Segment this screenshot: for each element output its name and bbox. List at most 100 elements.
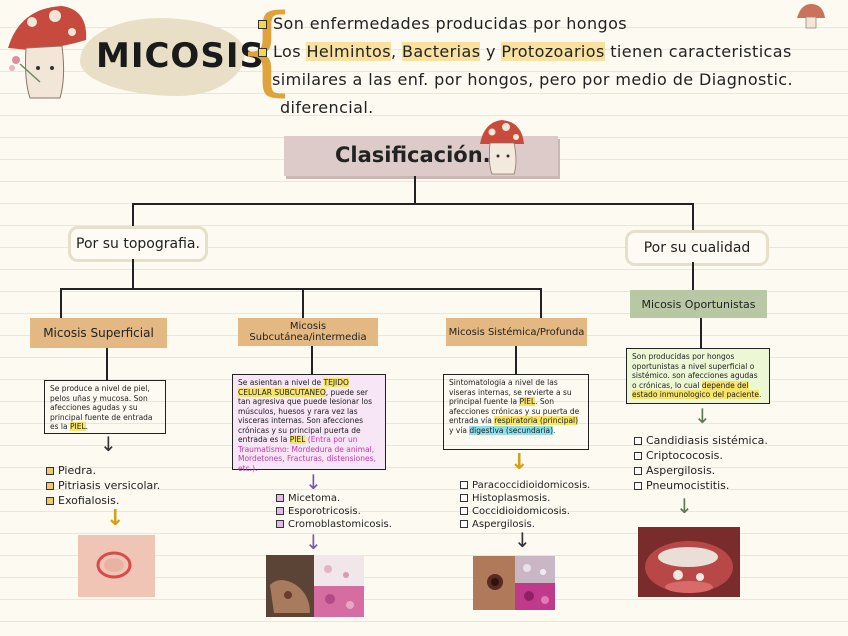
highlight-respiratoria: respiratoria (principal) — [494, 416, 579, 425]
mushroom-mascot-illustration — [480, 120, 524, 175]
bullet-square-icon — [460, 520, 468, 528]
highlight-piel: PIEL — [69, 422, 86, 431]
bullet-square-icon — [258, 48, 267, 57]
list-item-text: Coccidioidomicosis. — [472, 506, 570, 517]
arrow-down-icon: ↓ — [694, 404, 711, 428]
bullet-square-icon — [276, 520, 284, 528]
connector-line — [106, 348, 108, 380]
list-item: Candidiasis sistémica. — [634, 433, 768, 448]
bullet-square-icon — [634, 467, 642, 475]
list-item-text: Histoplasmosis. — [472, 493, 551, 504]
bullet-square-icon — [634, 482, 642, 490]
desc-end: . — [85, 422, 89, 431]
list-subcutanea: Micetoma. Esporotricosis. Cromoblastomic… — [276, 492, 392, 531]
bullet-square-icon — [46, 467, 54, 475]
connector-line — [132, 203, 694, 205]
list-item-text: Exofialosis. — [58, 494, 120, 507]
description-subcutanea: Se asientan a nivel de TEJIDO CELULAR SU… — [232, 374, 386, 473]
list-item: Exofialosis. — [46, 493, 160, 508]
intro-line-4: diferencial. — [280, 98, 374, 117]
list-item: Aspergilosis. — [634, 463, 768, 478]
desc-text: Se produce a nivel de piel, pelos uñas y… — [50, 384, 153, 431]
list-item-text: Piedra. — [58, 464, 96, 477]
list-item: Piedra. — [46, 463, 160, 478]
list-item-text: Esporotricosis. — [288, 506, 361, 517]
bullet-square-icon — [46, 482, 54, 490]
intro-text-2a: Los — [273, 42, 301, 61]
intro-line-1: Son enfermedades producidas por hongos — [258, 14, 627, 33]
connector-line — [515, 346, 517, 374]
intro-comma: , — [390, 42, 397, 61]
highlight-bacterias: Bacterias — [401, 42, 481, 61]
small-mushroom-icon — [797, 4, 825, 29]
connector-line — [60, 288, 542, 290]
connector-line — [692, 262, 694, 290]
intro-line-3: similares a las enf. por hongos, pero po… — [272, 70, 793, 89]
list-item: Paracoccidioidomicosis. — [460, 479, 590, 492]
desc-end: . — [553, 425, 556, 435]
desc-text: Son producidas por hongos oportunistas a… — [632, 352, 758, 390]
title-background-blob — [80, 18, 245, 96]
category-sistemica: Micosis Sistémica/Profunda — [446, 318, 587, 346]
list-item: Pitriasis versicolar. — [46, 478, 160, 493]
list-item: Histoplasmosis. — [460, 492, 590, 505]
arrow-down-icon: ↓ — [305, 530, 322, 554]
bullet-square-icon — [634, 437, 642, 445]
list-item: Esporotricosis. — [276, 505, 392, 518]
list-item-text: Aspergilosis. — [646, 464, 716, 477]
bullet-square-icon — [460, 507, 468, 515]
intro-text-1: Son enfermedades producidas por hongos — [273, 14, 627, 33]
intro-line-2: Los Helmintos, Bacterias y Protozoarios … — [258, 42, 792, 61]
bullet-square-icon — [46, 497, 54, 505]
desc-text: Sintomatologia a nivel de las viseras in… — [449, 378, 572, 406]
connector-line — [132, 203, 134, 231]
highlight-digestiva: digestiva (secundaria) — [469, 425, 554, 435]
mushroom-character-illustration — [8, 6, 87, 99]
branch-topografia: Por su topografia. — [68, 226, 208, 262]
skin-lesion-photo — [78, 535, 155, 597]
connector-line — [540, 288, 542, 318]
branch-cualidad: Por su cualidad — [625, 230, 769, 266]
connector-line — [692, 203, 694, 231]
highlight-protozoarios: Protozoarios — [501, 42, 605, 61]
description-sistemica: Sintomatologia a nivel de las viseras in… — [443, 374, 589, 450]
oral-candidiasis-photo — [638, 527, 740, 597]
intro-text-y: y — [485, 42, 496, 61]
list-item-text: Cromoblastomicosis. — [288, 519, 392, 530]
desc-text: y vía — [449, 425, 467, 435]
connector-line — [414, 176, 416, 204]
highlight-piel: PIEL — [519, 397, 536, 406]
list-sistemica: Paracoccidioidomicosis. Histoplasmosis. … — [460, 479, 590, 531]
highlight-helmintos: Helmintos — [306, 42, 391, 61]
category-superficial: Micosis Superficial — [30, 318, 167, 348]
desc-note: (Entra por un Traumatismo: Mordedura de … — [238, 435, 376, 473]
list-item-text: Pitriasis versicolar. — [58, 479, 161, 492]
bullet-square-icon — [460, 494, 468, 502]
list-item: Micetoma. — [276, 492, 392, 505]
category-subcutanea: Micosis Subcutánea/intermedia — [238, 318, 378, 346]
list-item: Pneumocistitis. — [634, 478, 768, 493]
skin-ulcer-photo — [473, 556, 515, 610]
list-item: Aspergilosis. — [460, 518, 590, 531]
page-title: MICOSIS — [96, 36, 265, 76]
list-item: Coccidioidomicosis. — [460, 505, 590, 518]
list-item-text: Paracoccidioidomicosis. — [472, 480, 591, 491]
desc-text: . Son afecciones crónicas y su puerta de… — [449, 397, 580, 425]
list-item: Criptococosis. — [634, 448, 768, 463]
description-superficial: Se produce a nivel de piel, pelos uñas y… — [44, 380, 166, 434]
list-item-text: Criptococosis. — [646, 449, 723, 462]
foot-lesion-photo — [266, 555, 314, 617]
list-superficial: Piedra. Pitriasis versicolar. Exofialosi… — [46, 463, 160, 508]
arrow-down-icon: ↓ — [106, 506, 125, 531]
bullet-square-icon — [258, 20, 267, 29]
classification-title: Clasificación. — [335, 143, 491, 167]
list-oportunistas: Candidiasis sistémica. Criptococosis. As… — [634, 433, 768, 493]
bullet-square-icon — [634, 452, 642, 460]
desc-text: Se asientan a nivel de — [238, 378, 322, 387]
microscopy-photo — [314, 555, 364, 617]
list-item: Cromoblastomicosis. — [276, 518, 392, 531]
list-item-text: Pneumocistitis. — [646, 479, 730, 492]
list-item-text: Candidiasis sistémica. — [646, 434, 768, 447]
bullet-square-icon — [276, 507, 284, 515]
category-oportunistas: Micosis Oportunistas — [630, 290, 767, 318]
